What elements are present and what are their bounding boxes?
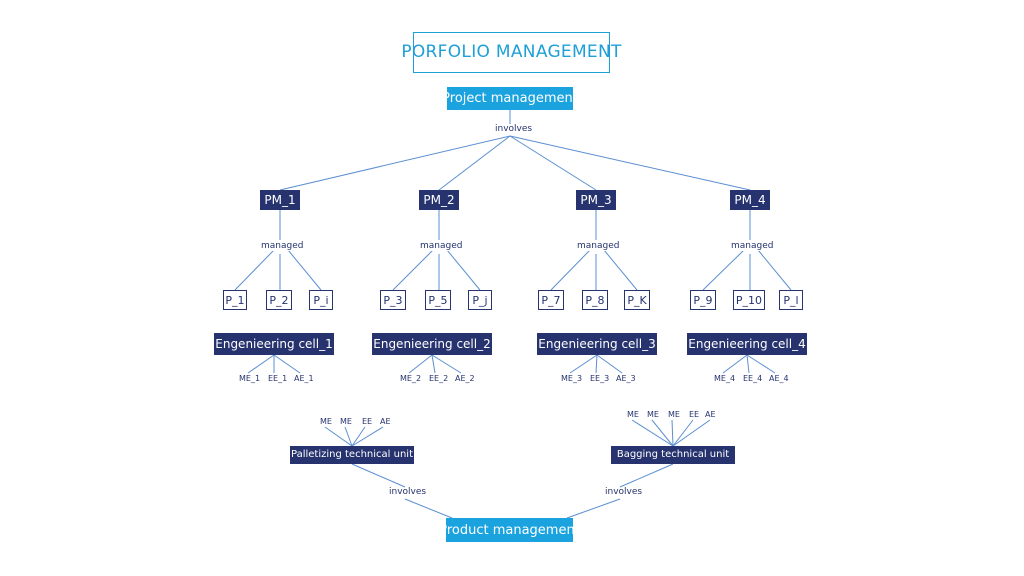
cell-member-label: ME_1 (239, 374, 261, 383)
unit-member-label: ME (647, 410, 659, 419)
unit-member-label: ME (340, 417, 352, 426)
project-box: P_8 (582, 290, 608, 310)
project-box: P_9 (690, 290, 716, 310)
unit-member-label: ME (320, 417, 332, 426)
connector-line (569, 354, 598, 374)
pm-1-node: PM_1 (260, 190, 300, 210)
cell-member-label: AE_4 (769, 374, 789, 383)
connector-line (273, 354, 301, 374)
managed-label-2: managed (418, 241, 465, 251)
diagram-title: PORFOLIO MANAGEMENT (401, 32, 621, 73)
connector-line (234, 249, 275, 291)
connector-line (438, 135, 511, 191)
connector-line (757, 249, 792, 291)
connector-line (351, 426, 366, 447)
connector-line (671, 419, 674, 447)
engineering-cell-2-node: Engenieering cell_2 (372, 333, 492, 355)
engineering-cell-4-node: Engenieering cell_4 (687, 333, 807, 355)
unit-member-label: AE (705, 410, 716, 419)
connector-line (279, 135, 511, 191)
project-box: P_j (468, 290, 492, 310)
palletizing-unit-node: Palletizing technical unit (290, 446, 414, 464)
project-box: P_1 (223, 290, 247, 310)
involves-label-right: involves (603, 487, 645, 497)
cell-member-label: AE_2 (455, 374, 475, 383)
unit-member-label: ME (627, 410, 639, 419)
cell-member-label: ME_3 (561, 374, 583, 383)
unit-member-label: ME (668, 410, 680, 419)
connector-line (324, 426, 353, 447)
managed-label-1: managed (259, 241, 306, 251)
connector-line (746, 354, 776, 374)
connector-line (596, 354, 623, 374)
connector-line (344, 426, 353, 447)
involves-label-top: involves (493, 124, 535, 134)
project-box: P_2 (266, 290, 292, 310)
unit-member-label: EE (689, 410, 700, 419)
cell-member-label: AE_1 (294, 374, 314, 383)
involves-label-left: involves (387, 487, 429, 497)
project-box: P_5 (425, 290, 451, 310)
product-management-node: Product management (439, 518, 580, 542)
project-box: P_7 (538, 290, 564, 310)
connector-line (287, 249, 322, 291)
connector-line (603, 249, 638, 291)
cell-member-label: EE_2 (429, 374, 449, 383)
engineering-cell-3-node: Engenieering cell_3 (537, 333, 657, 355)
pm-4-node: PM_4 (730, 190, 770, 210)
cell-member-label: EE_3 (590, 374, 610, 383)
project-management-node: Project management (442, 87, 578, 110)
unit-member-label: AE (380, 417, 391, 426)
connector-line (651, 419, 674, 447)
pm-2-node: PM_2 (419, 190, 459, 210)
cell-member-label: AE_3 (616, 374, 636, 383)
connector-line (746, 354, 750, 374)
project-box: P_10 (733, 290, 765, 310)
connector-line (722, 354, 748, 374)
bagging-unit-node: Bagging technical unit (611, 446, 735, 464)
connector-line (431, 354, 462, 374)
pm-3-node: PM_3 (576, 190, 616, 210)
cell-member-label: ME_2 (400, 374, 422, 383)
connector-line (509, 135, 597, 191)
connector-line (446, 249, 481, 291)
connector-line (550, 249, 591, 291)
connector-line (702, 249, 745, 291)
cell-member-label: EE_4 (743, 374, 763, 383)
connector-line (619, 463, 674, 488)
managed-label-4: managed (729, 241, 776, 251)
connector-line (247, 354, 275, 374)
connector-line (392, 249, 434, 291)
connector-line (672, 419, 711, 447)
project-box: P_3 (380, 290, 406, 310)
project-box: P_i (309, 290, 333, 310)
connector-line (672, 419, 694, 447)
connector-line (595, 354, 598, 374)
connector-line (351, 463, 406, 488)
cell-member-label: EE_1 (268, 374, 288, 383)
engineering-cell-1-node: Engenieering cell_1 (214, 333, 334, 355)
managed-label-3: managed (575, 241, 622, 251)
connector-line (631, 419, 674, 447)
project-box: P_l (779, 290, 803, 310)
unit-member-label: EE (362, 417, 373, 426)
connector-line (404, 498, 453, 519)
cell-member-label: ME_4 (714, 374, 736, 383)
connector-line (431, 354, 436, 374)
connector-line (509, 135, 751, 191)
connector-line (566, 498, 621, 519)
project-box: P_K (624, 290, 650, 310)
connector-line (351, 426, 384, 447)
connector-line (408, 354, 433, 374)
